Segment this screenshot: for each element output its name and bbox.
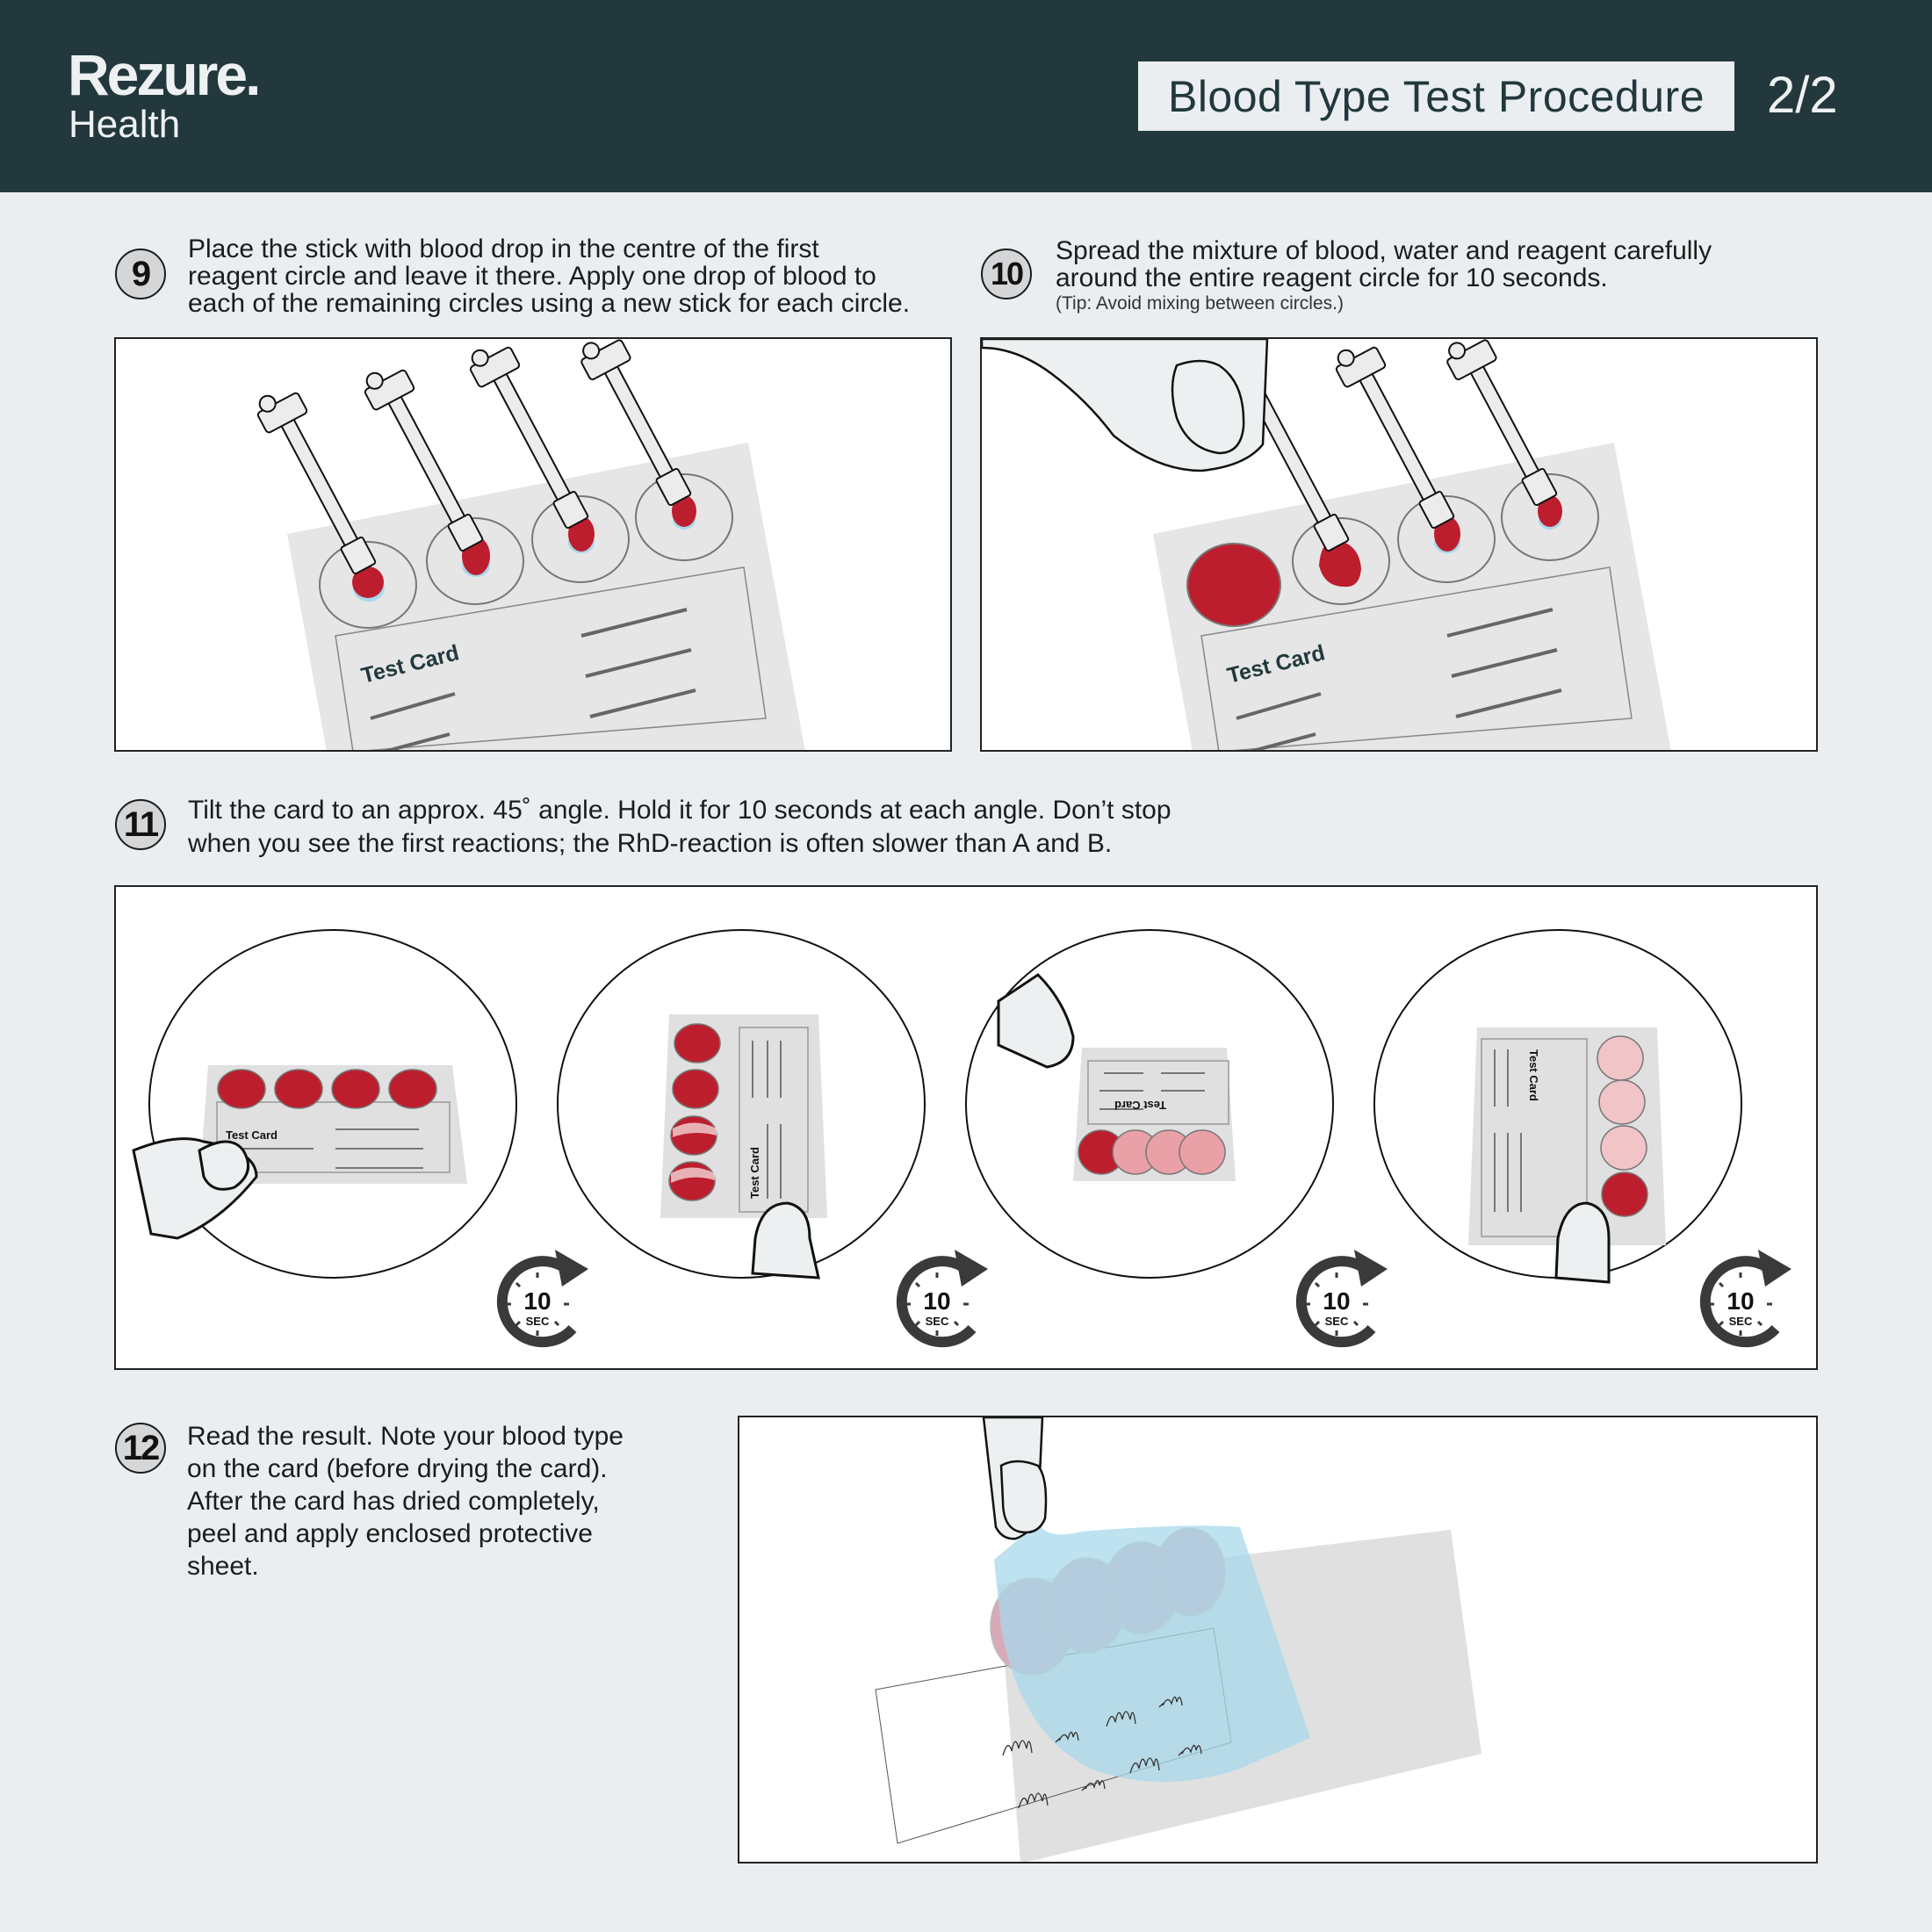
brand-logo: Rezure. — [68, 42, 261, 107]
step-12-line-5: sheet. — [187, 1552, 259, 1581]
protective-sheet — [994, 1523, 1310, 1782]
step-12-line-2: on the card (before drying the card). — [187, 1454, 608, 1483]
step-9-illustration: Test Card — [114, 337, 952, 752]
page-indicator: 2/2 — [1767, 67, 1838, 124]
svg-text:Test Card: Test Card — [1114, 1099, 1166, 1112]
step-11-text: Tilt the card to an approx. 45˚ angle. H… — [188, 794, 1171, 861]
step-10-tip: (Tip: Avoid mixing between circles.) — [1056, 293, 1344, 314]
step-9-text: Place the stick with blood drop in the c… — [188, 235, 910, 317]
step-10-illustration: Test Card — [980, 337, 1818, 752]
step-9-line-2: reagent circle and leave it there. Apply… — [188, 262, 876, 291]
step-10-text: Spread the mixture of blood, water and r… — [1056, 237, 1712, 316]
tilt-frame-1: Test Card — [132, 929, 588, 1342]
signatures — [1002, 1696, 1202, 1809]
fingernail-icon — [999, 1460, 1048, 1534]
step-9-badge: 9 — [115, 249, 166, 299]
step-9-line-1: Place the stick with blood drop in the c… — [188, 234, 819, 263]
step-10-line-1: Spread the mixture of blood, water and r… — [1056, 236, 1712, 265]
step-11-line-1: Tilt the card to an approx. 45˚ angle. H… — [188, 796, 1171, 825]
step-12-line-4: peel and apply enclosed protective — [187, 1519, 593, 1548]
step-11-illustration: 10 SEC Test Card Test Card — [114, 885, 1818, 1370]
svg-text:Test Card: Test Card — [748, 1147, 761, 1199]
step-12-illustration — [738, 1416, 1818, 1864]
page-title-box: Blood Type Test Procedure — [1138, 61, 1734, 131]
stick-card-illustration: Test Card — [256, 339, 805, 750]
page-title: Blood Type Test Procedure — [1167, 71, 1705, 121]
step-10-badge: 10 — [981, 249, 1032, 299]
tilt-sequence: 10 SEC Test Card Test Card — [132, 929, 1818, 1370]
svg-text:Test Card: Test Card — [226, 1128, 278, 1142]
step-12-line-1: Read the result. Note your blood type — [187, 1422, 624, 1451]
step-12-text: Read the result. Note your blood type on… — [187, 1420, 624, 1582]
tilt-frame-3: Test Card — [965, 929, 1388, 1342]
header-bar: Rezure. Health Blood Type Test Procedure… — [0, 0, 1932, 192]
brand-sub: Health — [68, 103, 181, 146]
spread-illustration: Test Card — [982, 339, 1671, 750]
step-10-line-2: around the entire reagent circle for 10 … — [1056, 263, 1608, 292]
step-12-line-3: After the card has dried completely, — [187, 1487, 600, 1516]
thumbnail-icon — [1171, 359, 1245, 455]
step-12-badge: 12 — [115, 1423, 166, 1474]
tilt-frame-4: Test Card — [1373, 929, 1791, 1342]
step-11-line-2: when you see the first reactions; the Rh… — [188, 829, 1113, 858]
protective-sheet-illustration — [875, 1417, 1481, 1862]
stick-icons — [256, 339, 692, 575]
step-11-badge: 11 — [115, 799, 166, 850]
step-9-line-3: each of the remaining circles using a ne… — [188, 289, 911, 318]
svg-text:Test Card: Test Card — [1527, 1049, 1540, 1101]
tilt-frame-2: Test Card — [557, 929, 988, 1342]
stick-icons — [1251, 339, 1558, 552]
